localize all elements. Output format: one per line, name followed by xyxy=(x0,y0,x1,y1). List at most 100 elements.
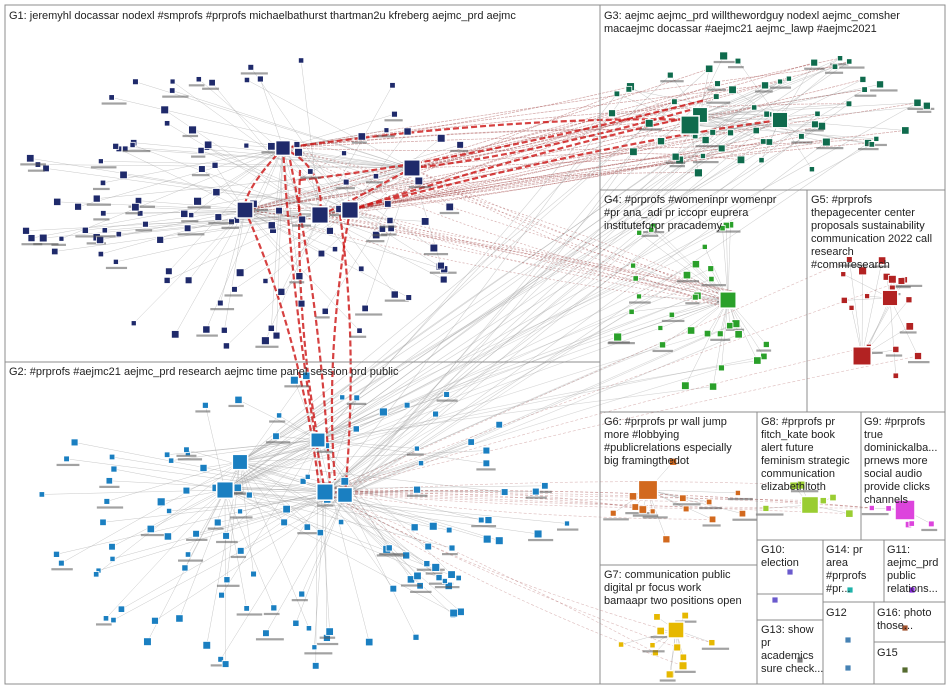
node-label xyxy=(191,174,210,177)
node xyxy=(272,331,281,340)
node xyxy=(701,243,708,250)
node xyxy=(181,564,189,572)
edge xyxy=(56,491,326,555)
node xyxy=(223,576,231,584)
node xyxy=(868,505,875,511)
node xyxy=(365,637,374,647)
edge xyxy=(172,81,351,211)
group-label-g7: G7: communication public digital pr focu… xyxy=(604,569,742,607)
node xyxy=(495,420,503,429)
node-label xyxy=(51,243,66,246)
node xyxy=(169,78,176,85)
node xyxy=(914,352,922,360)
edge xyxy=(115,146,413,169)
node xyxy=(384,200,392,208)
node xyxy=(762,341,770,348)
node xyxy=(129,141,136,148)
edge xyxy=(208,144,413,169)
edge xyxy=(239,296,696,463)
node xyxy=(353,394,361,402)
node xyxy=(848,304,855,311)
node-label xyxy=(410,590,432,593)
edge xyxy=(631,299,729,313)
edge xyxy=(221,439,319,596)
node xyxy=(734,330,743,339)
node xyxy=(143,637,152,646)
edge xyxy=(206,147,351,211)
node xyxy=(796,656,804,664)
node xyxy=(482,534,492,544)
node xyxy=(484,516,493,525)
edge xyxy=(319,214,377,236)
node-label xyxy=(439,211,460,215)
node xyxy=(701,136,710,145)
edge xyxy=(324,66,836,493)
edge xyxy=(314,491,326,648)
edge xyxy=(616,93,691,126)
edge xyxy=(317,439,407,556)
node-label xyxy=(56,463,80,467)
node-label xyxy=(607,342,635,345)
edge xyxy=(324,491,636,508)
edge xyxy=(237,439,319,488)
node xyxy=(885,505,892,512)
node-label xyxy=(182,134,199,138)
node xyxy=(165,267,173,276)
node xyxy=(182,486,191,495)
edge xyxy=(679,119,781,161)
edge xyxy=(244,209,300,277)
node xyxy=(608,109,616,118)
edge xyxy=(282,138,877,152)
node xyxy=(156,235,165,244)
edge xyxy=(317,141,764,441)
node-label xyxy=(202,87,220,90)
edge xyxy=(712,299,729,387)
node xyxy=(467,438,475,446)
node xyxy=(878,256,887,265)
node xyxy=(272,432,280,440)
node xyxy=(844,664,852,672)
edge xyxy=(205,405,226,491)
edge xyxy=(239,445,327,463)
edge xyxy=(121,491,326,610)
edge xyxy=(344,151,634,496)
edge xyxy=(349,113,701,212)
edge xyxy=(239,397,343,463)
node xyxy=(632,275,639,282)
node xyxy=(311,644,318,651)
node xyxy=(410,523,419,532)
node xyxy=(707,265,715,273)
node-label xyxy=(603,518,629,521)
node xyxy=(447,570,456,579)
node-label xyxy=(336,187,355,190)
edge xyxy=(411,57,841,169)
node-label xyxy=(727,66,744,69)
edge xyxy=(338,214,352,496)
node xyxy=(130,320,137,327)
node-label xyxy=(665,161,686,164)
edge xyxy=(298,152,413,169)
node-label xyxy=(176,454,197,457)
node-label xyxy=(434,586,460,589)
node xyxy=(81,226,89,234)
node-label xyxy=(284,385,310,388)
node xyxy=(455,574,462,582)
node-label xyxy=(652,349,673,353)
node xyxy=(341,150,347,157)
edge xyxy=(224,333,708,491)
node xyxy=(699,153,706,159)
node xyxy=(846,256,853,263)
node xyxy=(213,518,222,527)
node xyxy=(901,666,909,674)
node-label xyxy=(629,301,651,304)
node-label xyxy=(379,552,403,556)
edge xyxy=(317,278,712,441)
group-label-g8: G8: #prprofs pr fitch_kate book alert fu… xyxy=(761,416,853,493)
node xyxy=(403,401,411,409)
hub-node xyxy=(667,621,685,639)
edge xyxy=(282,113,395,149)
node xyxy=(220,326,228,334)
node xyxy=(428,521,438,531)
edge xyxy=(317,439,487,464)
node-label xyxy=(216,540,238,544)
